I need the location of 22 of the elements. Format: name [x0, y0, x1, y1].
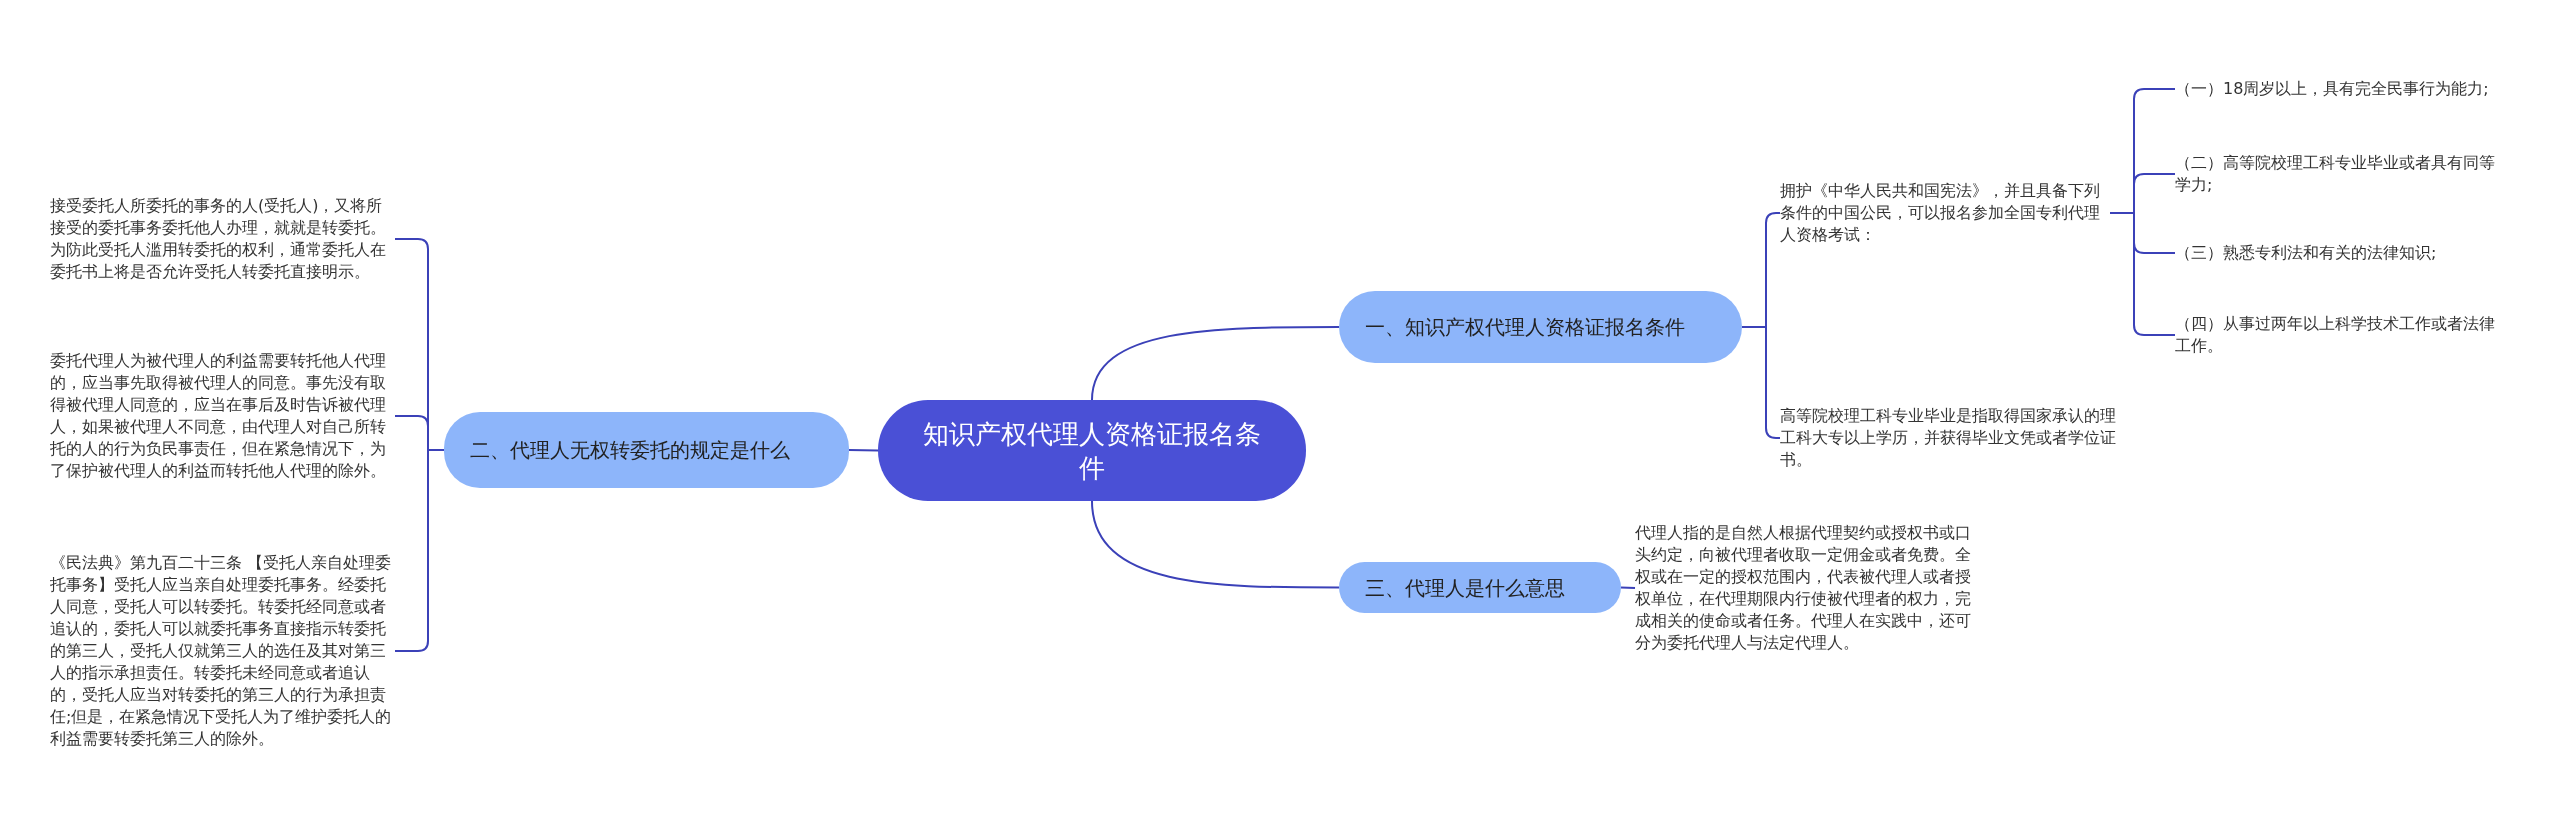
note-text: 委托代理人为被代理人的利益需要转托他人代理的，应当事先取得被代理人的同意。事先没有取得被代理人同意的，应当在事后及时告诉被代理人，如果被代理人不同意，由代理人对自己所转托的人的行为负民事责任，但在紧急情况下，为了保护被代理人的利益而转托他人代理的除外。 [50, 350, 395, 482]
connector-line [1091, 326, 1340, 401]
note-text: 拥护《中华人民共和国宪法》，并且具备下列条件的中国公民，可以报名参加全国专利代理人资格考试： [1780, 180, 2110, 246]
note-text: 《民法典》第九百二十三条 【受托人亲自处理委托事务】受托人应当亲自处理委托事务。经委托人同意，受托人可以转委托。转委托经同意或者追认的，委托人可以就委托事务直接指示转委托的第三人，受托人仅就第三人的选任及其对第三人的指示承担责任。转委托未经同意或者追认的，受托人应当对转委托的第三人的行为承担责任;但是，在紧急情况下受托人为了维护委托人的利益需要转委托第三人的除外。 [50, 552, 395, 750]
topic-label: 一、知识产权代理人资格证报名条件 [1365, 314, 1685, 341]
note-text: （三）熟悉专利法和有关的法律知识; [2175, 242, 2515, 264]
topic-label: 二、代理人无权转委托的规定是什么 [470, 437, 790, 464]
connector-line [848, 449, 879, 452]
note-text: （二）高等院校理工科专业毕业或者具有同等学力; [2175, 152, 2505, 196]
note-text: 接受委托人所委托的事务的人(受托人)，又将所接受的委托事务委托他人办理，就就是转委托。为防此受托人滥用转委托的权利，通常委托人在委托书上将是否允许受托人转委托直接明示。 [50, 195, 395, 283]
note-text: （一）18周岁以上，具有完全民事行为能力; [2175, 78, 2515, 100]
note-text: 高等院校理工科专业毕业是指取得国家承认的理工科大专以上学历，并获得毕业文凭或者学位证书。 [1780, 405, 2120, 471]
note-text: （四）从事过两年以上科学技术工作或者法律工作。 [2175, 313, 2500, 357]
central-topic-label: 知识产权代理人资格证报名条件 [922, 417, 1262, 485]
note-text: 代理人指的是自然人根据代理契约或授权书或口头约定，向被代理者收取一定佣金或者免费。全权或在一定的授权范围内，代表被代理人或者授权单位，在代理期限内行使被代理者的权力，完成相关的使命或者任务。代理人在实践中，还可分为委托代理人与法定代理人。 [1635, 522, 1980, 654]
connector-line [1091, 500, 1340, 589]
connector-line [2109, 212, 2176, 336]
connector-line [1741, 326, 1781, 439]
topic-label: 三、代理人是什么意思 [1365, 574, 1565, 602]
connector-line [1620, 586, 1636, 589]
connector-line [394, 449, 445, 652]
topic-box [1339, 562, 1621, 613]
